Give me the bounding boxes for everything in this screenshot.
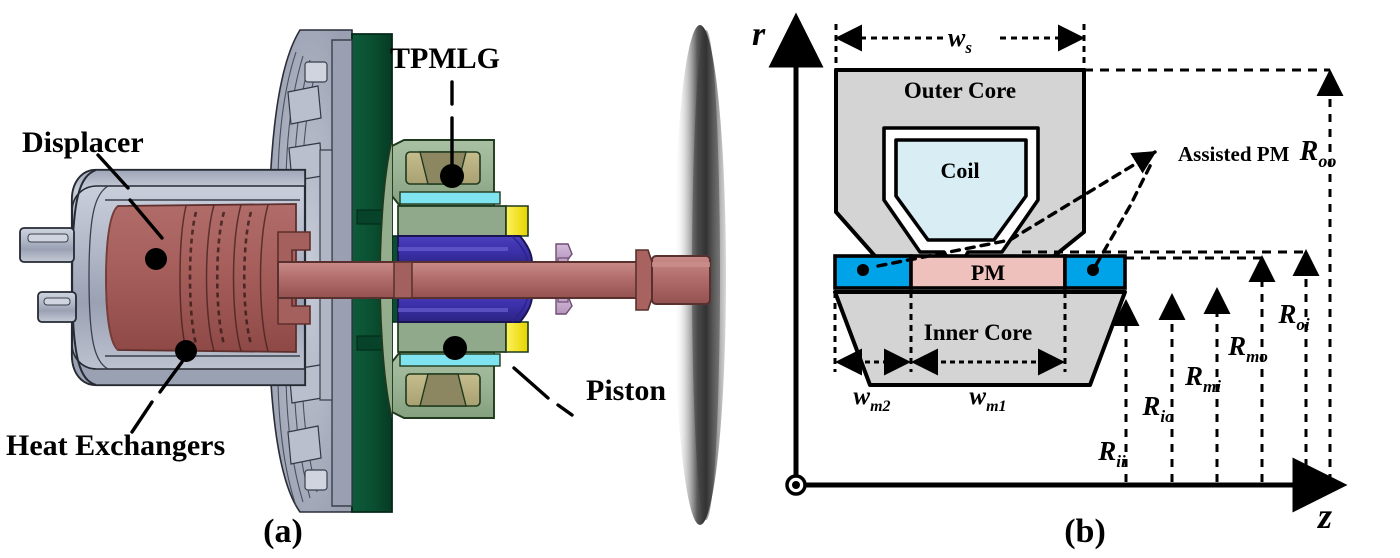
- label-piston: Piston: [586, 374, 666, 407]
- dim-label-wm1: wm1: [969, 383, 1006, 415]
- caption-a: (a): [263, 513, 303, 550]
- label-assisted-pm: Assisted PM: [1178, 142, 1290, 166]
- panel-a-callout-dots: [145, 164, 467, 362]
- dim-label-Roo: Roo: [1299, 136, 1337, 171]
- magnet-band: PM: [833, 254, 1127, 290]
- panel-a-cad-illustration: Displacer Heat Exchangers TPMLG Piston (…: [6, 25, 726, 550]
- dot-piston: [443, 336, 467, 360]
- dim-label-Rio: Rio: [1141, 391, 1173, 426]
- dimension-ws: ws: [834, 23, 1086, 72]
- yellow-magnet-top: [505, 205, 529, 237]
- port-lower: [37, 291, 77, 323]
- axis-label-r: r: [752, 16, 766, 53]
- yellow-magnet-bottom: [505, 321, 529, 353]
- label-pm: PM: [971, 260, 1005, 285]
- piston-rod: [277, 249, 711, 311]
- dot-assisted-pm-right: [1087, 264, 1099, 276]
- coil-region: [894, 138, 1028, 242]
- label-displacer: Displacer: [22, 126, 144, 159]
- dim-label-wm2: wm2: [853, 383, 890, 415]
- radial-dimension-labels: Rii Rio Rmi Rmo Roi Roo: [1097, 136, 1336, 471]
- panel-b-schematic: r z Outer Core Coil PM Inner Core: [752, 12, 1348, 550]
- dot-heat-exchangers: [175, 340, 197, 362]
- port-upper: [19, 227, 75, 263]
- dim-label-Rii: Rii: [1097, 436, 1126, 471]
- assisted-pm-leaders: [876, 150, 1157, 268]
- rod-end-boss: [651, 255, 711, 305]
- label-coil: Coil: [940, 158, 979, 183]
- dot-displacer: [145, 248, 167, 270]
- leader-assisted-pm-left: [876, 150, 1157, 268]
- origin-dot-icon: [792, 481, 800, 489]
- coordinate-axes: r z: [752, 12, 1348, 536]
- inner-core-region: Inner Core: [833, 290, 1127, 387]
- axis-label-z: z: [1316, 496, 1332, 536]
- label-outer-core: Outer Core: [904, 78, 1016, 103]
- panel-a-callout-leaders: [96, 80, 574, 434]
- dim-label-Rmo: Rmo: [1227, 331, 1268, 366]
- label-inner-core: Inner Core: [924, 320, 1032, 345]
- displacer-body: [105, 203, 311, 353]
- airgap-strip-top: [399, 191, 501, 205]
- outer-core-region: Outer Core Coil: [834, 68, 1086, 284]
- dim-label-Roi: Roi: [1277, 299, 1310, 334]
- label-tpmlg: TPMLG: [390, 42, 500, 75]
- caption-b: (b): [1064, 513, 1106, 550]
- dot-assisted-pm-left: [857, 264, 869, 276]
- radial-reference-lines: [1022, 68, 1330, 260]
- leader-assisted-pm-right: [1094, 160, 1154, 267]
- radial-dimensions: [1112, 69, 1344, 482]
- dim-label-ws: ws: [948, 23, 972, 57]
- label-heat-exchangers: Heat Exchangers: [6, 429, 225, 462]
- dim-label-Rmi: Rmi: [1184, 361, 1221, 396]
- dot-tpmlg: [440, 164, 464, 188]
- dimension-wm: wm2 wm1: [833, 292, 1067, 415]
